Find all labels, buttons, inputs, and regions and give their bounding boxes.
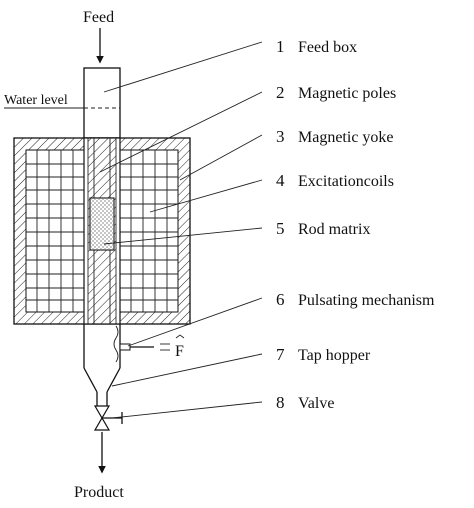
component-name-pulsating-mechanism: Pulsating mechanism (298, 292, 435, 309)
valve-top (93, 405, 111, 420)
valve-bottom (93, 416, 111, 431)
leader-lines (99, 41, 263, 419)
excitation-coil-left-grid (26, 150, 84, 312)
pulsation-wave (113, 325, 119, 363)
force-accent (175, 334, 185, 339)
component-name-valve: Valve (298, 395, 334, 412)
component-name-rod-matrix: Rod matrix (298, 221, 370, 238)
component-name-magnetic-poles: Magnetic poles (298, 85, 396, 102)
component-number-5: 5 (276, 219, 285, 238)
feed-label: Feed (83, 9, 114, 26)
tap-hopper (83, 367, 121, 393)
component-name-tap-hopper: Tap hopper (298, 347, 371, 364)
component-labels: 1 Feed box 2 Magnetic poles 3 Magnetic y… (276, 37, 435, 412)
component-name-magnetic-yoke: Magnetic yoke (298, 129, 394, 146)
product-label: Product (74, 484, 124, 501)
component-name-feed-box: Feed box (298, 39, 357, 56)
force-label: F (175, 343, 184, 360)
component-number-3: 3 (276, 127, 285, 146)
excitation-coil-right-grid (120, 150, 178, 312)
feed-box (83, 67, 121, 139)
component-number-2: 2 (276, 83, 285, 102)
component-number-8: 8 (276, 393, 285, 412)
component-number-1: 1 (276, 37, 285, 56)
component-number-6: 6 (276, 290, 285, 309)
component-number-7: 7 (276, 345, 285, 364)
water-level-label: Water level (4, 93, 68, 108)
component-number-4: 4 (276, 171, 285, 190)
rod-matrix (91, 199, 113, 249)
component-name-excitation-coils: Excitationcoils (298, 173, 394, 190)
pulsating-rod (119, 343, 131, 351)
